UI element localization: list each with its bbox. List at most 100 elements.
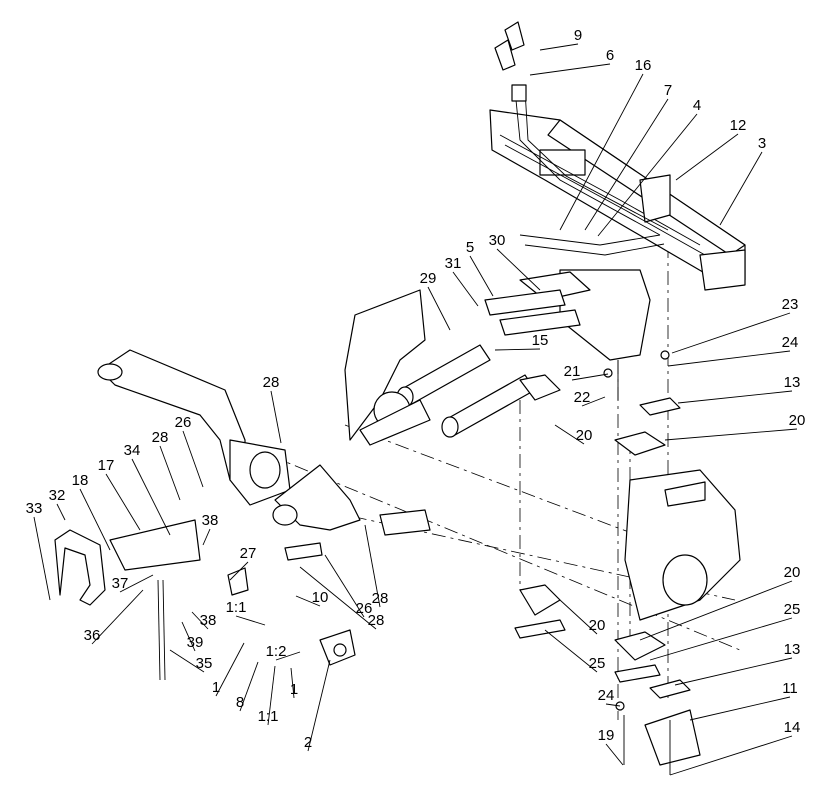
leader-line [229, 561, 249, 581]
leader-line [597, 113, 698, 237]
callout-label: 10 [312, 589, 329, 606]
leader-line [235, 615, 266, 626]
callout-label: 39 [187, 634, 204, 651]
callout-label: 8 [236, 694, 244, 711]
leader-line [605, 703, 621, 707]
leader-line [56, 503, 66, 521]
callout-label: 32 [49, 487, 66, 504]
callout-label: 27 [240, 545, 257, 562]
chain [157, 579, 166, 681]
callout-label: 21 [564, 363, 581, 380]
callout-label: 14 [784, 719, 801, 736]
lift-arm-left [97, 349, 291, 506]
callout-label: 11 [782, 680, 798, 697]
callout-label: 13 [784, 641, 801, 658]
leader-line [239, 661, 259, 712]
callout-label: 2 [304, 734, 312, 751]
leader-line [671, 312, 791, 354]
bracket-11 [644, 709, 701, 766]
callout-label: 29 [420, 270, 437, 287]
main-frame [489, 109, 746, 291]
leader-line [215, 642, 245, 697]
leader-line [105, 473, 141, 531]
callout-label: 18 [72, 472, 89, 489]
callout-label: 1:2 [266, 643, 287, 660]
callout-label: 20 [576, 427, 593, 444]
callout-label: 15 [532, 332, 549, 349]
leader-line [469, 255, 494, 297]
callout-label: 35 [196, 655, 213, 672]
callout-label: 26 [356, 600, 373, 617]
callout-label: 1 [212, 679, 220, 696]
leader-line [169, 649, 205, 673]
leader-lines [33, 43, 798, 776]
shim-plates [514, 397, 691, 699]
leader-line [559, 73, 644, 231]
assembly-centerlines [244, 190, 741, 720]
callout-label: 24 [598, 687, 615, 704]
callout-label: 23 [782, 296, 799, 313]
leader-line [202, 528, 211, 546]
callout-label: 33 [26, 500, 43, 517]
clamp-blocks [519, 374, 666, 661]
callout-label: 3 [758, 135, 766, 152]
lift-arm-right [272, 399, 431, 536]
callout-label: 16 [635, 57, 652, 74]
callout-label: 9 [574, 27, 582, 44]
right-side-plate [624, 469, 741, 621]
callout-label: 13 [784, 374, 801, 391]
leader-line [554, 424, 585, 445]
leader-line [275, 651, 301, 661]
leader-line [191, 611, 209, 630]
callout-label: 19 [598, 727, 615, 744]
callout-label: 38 [202, 512, 219, 529]
callout-label: 7 [664, 82, 672, 99]
callout-label: 28 [152, 429, 169, 446]
callout-label: 1 [290, 681, 298, 698]
leader-line [91, 589, 144, 645]
callout-label: 36 [84, 627, 101, 644]
leader-line [639, 580, 793, 641]
leader-line [119, 574, 154, 593]
leader-line [675, 133, 739, 181]
callout-label: 22 [574, 389, 591, 406]
callout-label: 20 [784, 564, 801, 581]
leader-line [496, 248, 541, 291]
leader-line [667, 350, 791, 367]
leader-line [270, 390, 282, 444]
hydraulic-tubes [494, 21, 669, 256]
callout-label: 28 [372, 590, 389, 607]
leader-line [364, 524, 381, 608]
callout-label: 28 [368, 612, 385, 629]
callout-label: 37 [112, 575, 129, 592]
bolts [603, 350, 671, 775]
leader-line [669, 735, 793, 776]
leader-line [649, 617, 793, 661]
leader-line [581, 396, 606, 407]
callout-label: 1:1 [258, 708, 279, 725]
leader-line [571, 373, 609, 381]
callout-label: 6 [606, 47, 614, 64]
callout-label: 34 [124, 442, 141, 459]
callout-label: 20 [789, 412, 806, 429]
leader-line [159, 445, 181, 501]
leader-line [131, 458, 171, 536]
leader-line [689, 696, 791, 721]
leader-line [290, 667, 295, 699]
callout-label: 30 [489, 232, 506, 249]
leader-line [584, 98, 669, 231]
leader-line [674, 657, 793, 686]
cylinder-mount [227, 542, 356, 666]
callout-label: 38 [200, 612, 217, 629]
leader-line [494, 348, 541, 351]
leader-line [79, 488, 111, 551]
leader-line [299, 566, 377, 630]
leader-line [182, 430, 204, 488]
callout-label: 25 [589, 655, 606, 672]
leader-line [452, 271, 479, 307]
callout-label: 4 [693, 97, 701, 114]
callout-label: 28 [263, 374, 280, 391]
leader-line [181, 621, 196, 652]
